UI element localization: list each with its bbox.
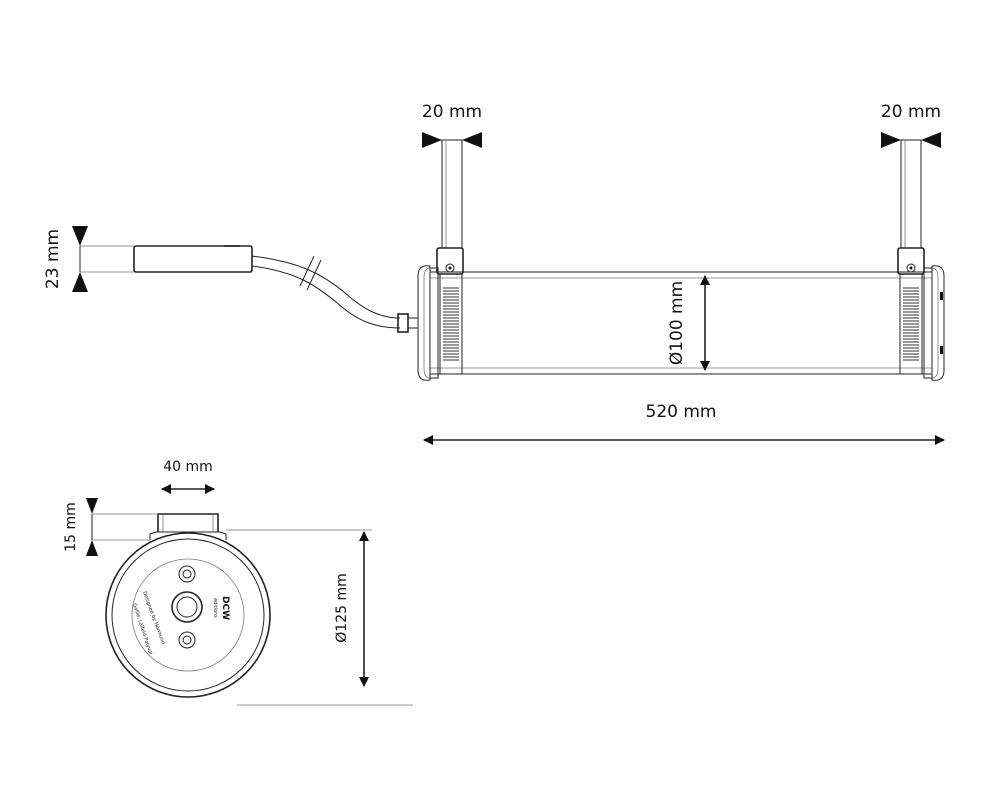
dimension-arm-left: 20 mm xyxy=(422,102,482,148)
dimension-label-tube-diameter: Ø100 mm xyxy=(667,281,687,365)
mounting-arm-left xyxy=(441,139,463,249)
end-cap-right xyxy=(923,265,945,381)
endcap-screw-bottom xyxy=(178,631,196,649)
dimension-label-bracket-width: 40 mm xyxy=(163,459,213,475)
dimension-label-endcap-diameter: Ø125 mm xyxy=(334,573,350,642)
dimension-driver-height: 23 mm xyxy=(43,226,88,292)
driver-box xyxy=(80,245,253,273)
endcap-center-gland xyxy=(171,591,203,623)
brand-logo: DCW éditions xyxy=(212,596,230,620)
endcap-text-ring xyxy=(131,558,245,672)
dimension-label-driver-height: 23 mm xyxy=(43,229,63,289)
lamp-side-view xyxy=(80,139,945,381)
tube-body xyxy=(430,271,932,375)
hose-clamp-right xyxy=(897,247,925,375)
endcap-inner-ring xyxy=(111,538,265,692)
dimension-tube-length: 520 mm xyxy=(423,402,945,445)
power-cable xyxy=(251,255,419,333)
dimension-bracket-width: 40 mm xyxy=(161,459,215,494)
mounting-bracket xyxy=(149,513,227,540)
dimension-bracket-height: 15 mm xyxy=(63,498,98,556)
dimension-label-arm-left: 20 mm xyxy=(422,102,482,122)
endcap-outer-ring xyxy=(105,532,271,698)
mounting-arm-right xyxy=(900,139,922,249)
end-cap-left xyxy=(417,265,439,381)
lamp-end-view: DCW éditions Designed by Hörmund Gallie,… xyxy=(92,513,413,706)
hose-clamp-left xyxy=(436,247,464,375)
dimension-label-bracket-height: 15 mm xyxy=(63,502,79,552)
brand-logo-letters: DCW xyxy=(220,596,230,620)
dimension-arm-right: 20 mm xyxy=(881,102,941,148)
endcap-screw-top xyxy=(178,565,196,583)
brand-logo-sub: éditions xyxy=(212,598,219,618)
dimension-tube-diameter: Ø100 mm xyxy=(667,275,710,371)
dimension-endcap-diameter: Ø125 mm xyxy=(334,531,369,687)
dimension-label-arm-right: 20 mm xyxy=(881,102,941,122)
dimension-label-tube-length: 520 mm xyxy=(646,402,717,422)
